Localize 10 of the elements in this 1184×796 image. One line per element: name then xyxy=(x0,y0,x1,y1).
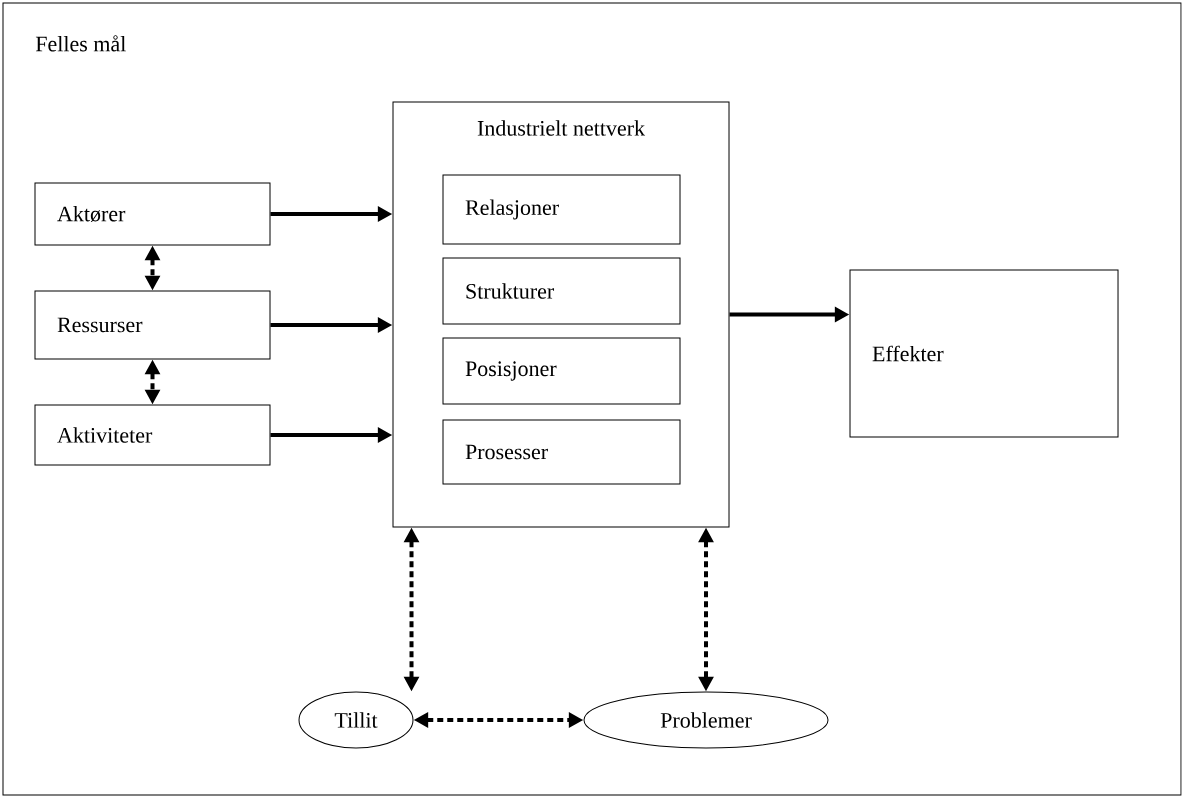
process-box: Ressurser xyxy=(34,290,271,360)
ellipse-node: Problemer xyxy=(583,691,829,749)
process-box: Strukturer xyxy=(442,257,681,325)
process-box: Effekter xyxy=(849,269,1119,438)
process-box: Aktører xyxy=(34,182,271,246)
process-box: Posisjoner xyxy=(442,337,681,405)
ellipse-node: Tillit xyxy=(298,691,414,749)
process-box: Prosesser xyxy=(442,419,681,485)
process-box: Relasjoner xyxy=(442,174,681,245)
process-box: Aktiviteter xyxy=(34,404,271,466)
